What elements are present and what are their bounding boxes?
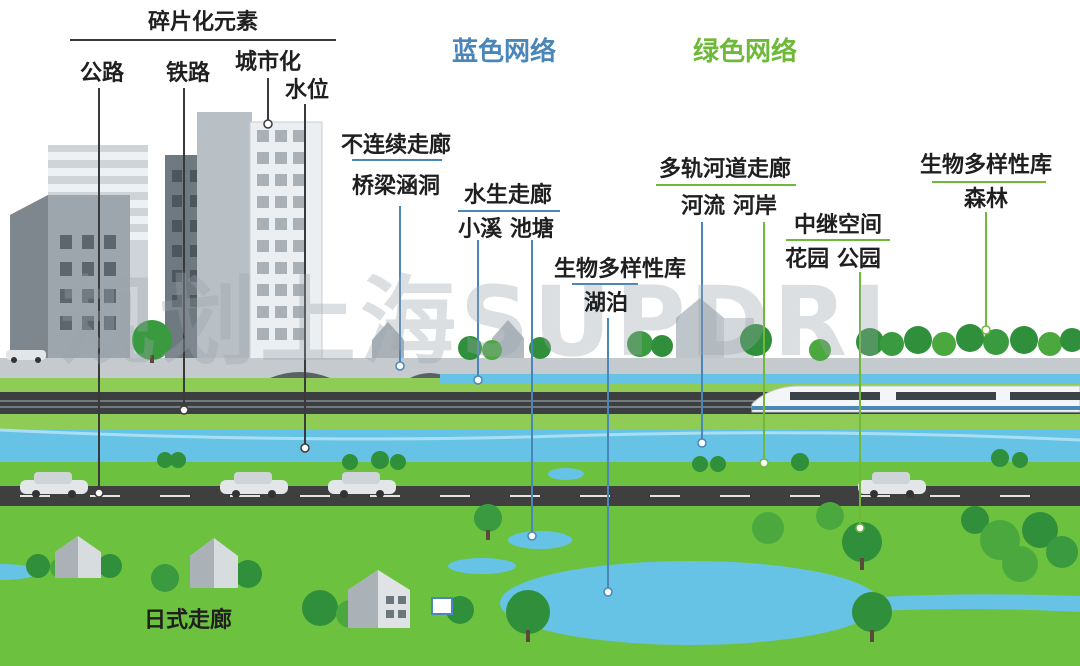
- pointer-dots: [94, 119, 991, 597]
- label-discontinuous-corridor: 不连续走廊: [341, 132, 451, 158]
- label-garden-park: 花园 公园: [785, 246, 881, 272]
- label-fragmented-elements: 碎片化元素: [148, 9, 258, 35]
- watermark: 规划上海SUPDRI: [60, 266, 891, 378]
- label-lake: 湖泊: [584, 291, 628, 316]
- label-urbanization: 城市化: [235, 49, 301, 75]
- train-icon: [751, 385, 1080, 413]
- car-icon: [220, 472, 288, 498]
- meadow-houses: [55, 536, 453, 628]
- label-river-bank: 河流 河岸: [681, 193, 777, 219]
- label-aquatic-corridor: 水生走廊: [464, 182, 552, 208]
- car-icon: [6, 350, 46, 363]
- label-green-network: 绿色网络: [693, 36, 797, 67]
- label-blue-network: 蓝色网络: [452, 36, 556, 67]
- label-blue-biodiversity-pool: 生物多样性库: [554, 256, 686, 282]
- label-relay-space: 中继空间: [794, 212, 882, 238]
- trees: [26, 320, 1080, 642]
- pointer-lines: [70, 39, 1046, 592]
- label-forest: 森林: [964, 186, 1008, 212]
- landscape-bands: [0, 358, 1080, 666]
- car-icon: [20, 472, 88, 498]
- label-road: 公路: [80, 60, 125, 86]
- vehicles: [6, 350, 1080, 498]
- label-railway: 铁路: [166, 60, 211, 86]
- car-icon: [328, 472, 396, 498]
- lake-shape: [500, 561, 880, 645]
- car-icon: [858, 472, 926, 498]
- label-stream-pond: 小溪 池塘: [458, 216, 554, 242]
- label-water-level: 水位: [285, 77, 329, 103]
- label-japanese-corridor: 日式走廊: [144, 607, 232, 633]
- label-green-biodiversity-pool: 生物多样性库: [920, 152, 1052, 178]
- label-multi-track-corridor: 多轨河道走廊: [659, 156, 791, 182]
- label-bridge-culvert: 桥梁涵洞: [352, 173, 440, 199]
